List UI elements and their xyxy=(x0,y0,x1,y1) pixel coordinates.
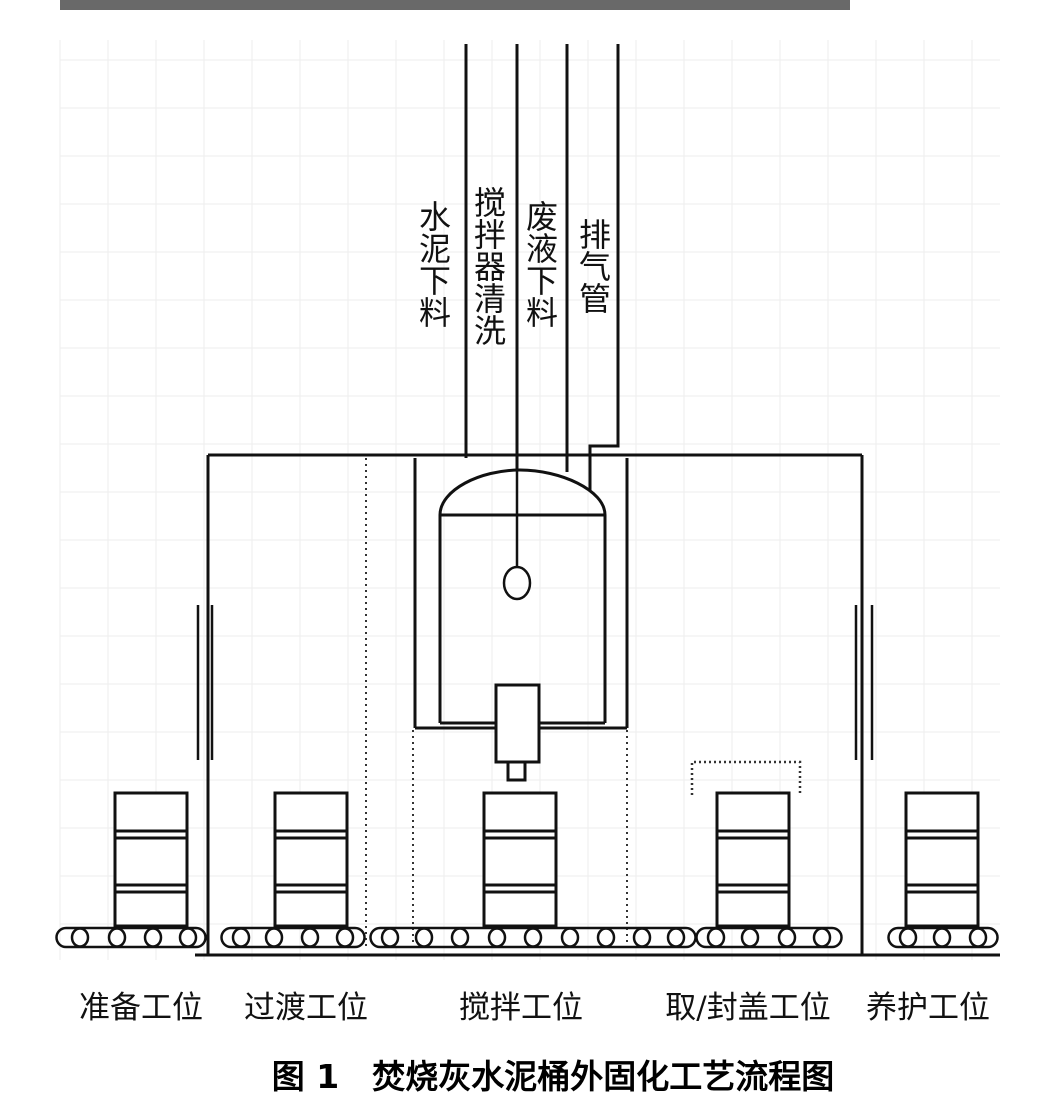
pipe-label-mixer-wash: 搅拌器清洗 xyxy=(469,186,507,346)
conveyor xyxy=(887,926,999,949)
drum xyxy=(113,791,189,928)
station-label-mixing: 搅拌工位 xyxy=(459,990,583,1026)
conveyor-end xyxy=(831,926,843,949)
mixer-dome xyxy=(438,468,607,517)
conveyor-roller xyxy=(70,927,90,948)
conveyor-end xyxy=(220,926,232,949)
conveyor-end xyxy=(354,926,366,949)
conveyor-end xyxy=(685,926,697,949)
nozzle xyxy=(494,683,541,782)
drum-body xyxy=(482,791,558,928)
figure-caption: 图 1 焚烧灰水泥桶外固化工艺流程图 xyxy=(272,1057,834,1096)
drum xyxy=(715,791,791,928)
station-label-capping: 取/封盖工位 xyxy=(665,990,830,1026)
conveyor-roller xyxy=(523,927,543,948)
conveyor-roller xyxy=(143,927,163,948)
conveyor-roller xyxy=(812,927,832,948)
conveyor xyxy=(369,926,697,949)
conveyors xyxy=(55,926,999,949)
conveyor-end xyxy=(695,926,707,949)
conveyor xyxy=(695,926,843,949)
conveyor-roller xyxy=(107,927,127,948)
station-label-curing: 养护工位 xyxy=(866,990,990,1026)
drums xyxy=(113,791,980,928)
conveyor-end xyxy=(195,926,207,949)
drum-body xyxy=(113,791,189,928)
conveyor-roller xyxy=(560,927,580,948)
lid-gripper xyxy=(690,760,802,795)
conveyor-end xyxy=(369,926,381,949)
conveyor-roller xyxy=(596,927,616,948)
conveyor-roller xyxy=(898,927,918,948)
station-label-prepare: 准备工位 xyxy=(79,990,203,1026)
conveyor-roller xyxy=(335,927,355,948)
conveyor-roller xyxy=(414,927,434,948)
station-label-transition: 过渡工位 xyxy=(244,990,368,1026)
dotted-dividers xyxy=(365,458,628,950)
conveyor-roller xyxy=(380,927,400,948)
conveyor-end xyxy=(887,926,899,949)
conveyor-roller xyxy=(740,927,760,948)
enclosure xyxy=(195,453,1000,957)
drum-body xyxy=(904,791,980,928)
conveyor-roller xyxy=(706,927,726,948)
agitator-blade xyxy=(502,565,532,601)
pipe-label-cement: 水泥下料 xyxy=(414,200,452,328)
conveyor-end xyxy=(987,926,999,949)
conveyor-roller xyxy=(632,927,652,948)
conveyor xyxy=(55,926,207,949)
agitator xyxy=(502,470,532,601)
side-shutters xyxy=(196,605,874,760)
conveyor-roller xyxy=(178,927,198,948)
drum xyxy=(482,791,558,928)
pipe-exhaust xyxy=(588,44,620,490)
conveyor-roller xyxy=(231,927,251,948)
conveyor-roller xyxy=(666,927,686,948)
pipe-label-exhaust: 排气管 xyxy=(574,218,612,314)
drum-body xyxy=(715,791,791,928)
conveyor-roller xyxy=(487,927,507,948)
conveyor-roller xyxy=(932,927,952,948)
pipes xyxy=(464,44,620,490)
conveyor-roller xyxy=(300,927,320,948)
conveyor-roller xyxy=(450,927,470,948)
conveyor-roller xyxy=(264,927,284,948)
conveyor-end xyxy=(55,926,67,949)
background-grid xyxy=(59,40,1000,960)
drum-body xyxy=(273,791,349,928)
drum xyxy=(904,791,980,928)
conveyor-roller xyxy=(777,927,797,948)
station-labels: 准备工位 过渡工位 搅拌工位 取/封盖工位 养护工位 xyxy=(79,990,990,1026)
cropped-top-text xyxy=(60,0,850,10)
conveyor xyxy=(220,926,366,949)
conveyor-roller xyxy=(968,927,988,948)
pipe-label-waste-liquid: 废液下料 xyxy=(521,200,559,328)
drum xyxy=(273,791,349,928)
